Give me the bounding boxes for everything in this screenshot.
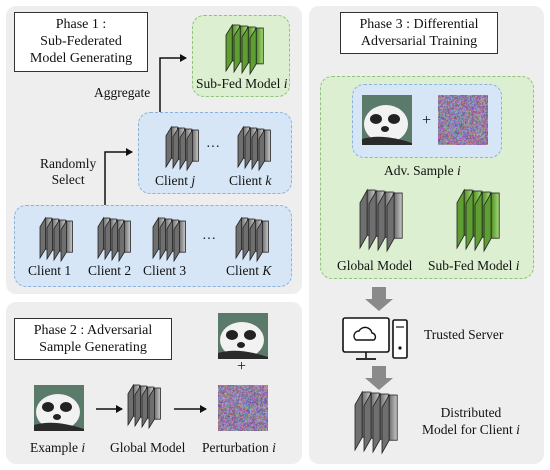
example-text: Example xyxy=(30,440,82,455)
phase1-title-line2: Sub-Federated xyxy=(40,34,122,49)
example-label: Example i xyxy=(30,440,85,456)
client-K-text: Client xyxy=(226,263,263,278)
distributed-line2-text: Model for Client xyxy=(422,422,517,437)
phase1-title-line3: Model Generating xyxy=(29,51,133,66)
phase2-title-line2: Sample Generating xyxy=(39,340,147,355)
phase2-title-line1: Phase 2 : Adversarial xyxy=(33,323,153,338)
client-j-label: Client j xyxy=(155,173,195,189)
client-1-label: Client 1 xyxy=(28,263,72,278)
client-j-text: Client xyxy=(155,173,192,188)
phase2-global-model-icon xyxy=(127,383,161,430)
client-K-label: Client K xyxy=(226,263,271,279)
trusted-server-label: Trusted Server xyxy=(424,327,504,342)
client-3-label: Client 3 xyxy=(143,263,187,278)
panda-example-image xyxy=(34,385,84,431)
distributed-line1: Distributed xyxy=(440,405,502,420)
example-index: i xyxy=(81,440,86,455)
client-3-model-icon xyxy=(152,216,186,263)
distributed-index: i xyxy=(516,422,520,437)
randomly-select-arrow xyxy=(104,148,133,205)
adv-noise-image xyxy=(438,95,488,145)
distributed-line2: Model for Client i xyxy=(422,421,520,438)
subfed-model-text: Sub-Fed Model xyxy=(196,76,284,91)
aggregate-arrow xyxy=(159,54,187,112)
client-k-index: k xyxy=(265,173,272,188)
phase3-plus: + xyxy=(422,112,432,129)
perturbation-index: i xyxy=(272,440,276,455)
client-k-text: Client xyxy=(229,173,266,188)
phase1-title-line1: Phase 1 : xyxy=(55,17,107,32)
phase3-title-line1: Phase 3 : Differential xyxy=(359,17,479,32)
aggregate-label: Aggregate xyxy=(94,85,151,100)
client-2-label: Client 2 xyxy=(88,263,132,278)
phase3-global-model-icon xyxy=(359,188,403,253)
from-server-arrow xyxy=(365,366,393,390)
subfed-model-index: i xyxy=(283,76,288,91)
phase2-global-model-label: Global Model xyxy=(110,440,186,455)
phase3-title: Phase 3 : Differential Adversarial Train… xyxy=(340,12,498,54)
adv-sample-index: i xyxy=(457,163,461,178)
phase3-subfed-model-index: i xyxy=(515,258,520,273)
randomly-select-line2: Select xyxy=(51,172,85,187)
subfed-model-icon xyxy=(225,23,264,76)
client-k-model-icon xyxy=(237,125,271,172)
client-k-label: Client k xyxy=(229,173,271,189)
distributed-model-icon xyxy=(354,390,398,455)
selected-clients-ellipsis: ··· xyxy=(206,140,220,155)
client-K-index: K xyxy=(262,263,272,278)
panda-perturbed-image xyxy=(218,313,268,359)
randomly-select-line1: Randomly xyxy=(40,156,97,171)
adv-sample-text: Adv. Sample xyxy=(384,163,457,178)
phase2-title: Phase 2 : Adversarial Sample Generating xyxy=(14,318,172,360)
to-server-arrow xyxy=(365,287,393,311)
phase2-plus: + xyxy=(237,358,247,375)
phase3-subfed-model-icon xyxy=(456,188,500,253)
perturbation-noise-image xyxy=(218,385,268,431)
client-1-model-icon xyxy=(39,216,73,263)
trusted-server-icon xyxy=(342,317,408,360)
phase3-subfed-model-label: Sub-Fed Model i xyxy=(428,258,520,274)
perturbation-label: Perturbation i xyxy=(202,440,276,456)
client-K-model-icon xyxy=(235,216,269,263)
phase1-title: Phase 1 : Sub-Federated Model Generating xyxy=(14,12,148,72)
perturbation-text: Perturbation xyxy=(202,440,273,455)
randomly-select-label: Randomly Select xyxy=(40,156,96,188)
adv-sample-label: Adv. Sample i xyxy=(384,163,461,179)
client-j-model-icon xyxy=(165,125,199,172)
distributed-model-label: Distributed Model for Client i xyxy=(422,404,520,438)
phase3-subfed-model-text: Sub-Fed Model xyxy=(428,258,516,273)
all-clients-ellipsis: ··· xyxy=(202,232,216,247)
adv-panda-image xyxy=(362,95,412,145)
phase3-global-model-label: Global Model xyxy=(337,258,413,273)
client-2-model-icon xyxy=(97,216,131,263)
subfed-model-label: Sub-Fed Model i xyxy=(196,76,288,92)
client-j-index: j xyxy=(191,173,196,188)
phase3-title-line2: Adversarial Training xyxy=(360,34,478,49)
